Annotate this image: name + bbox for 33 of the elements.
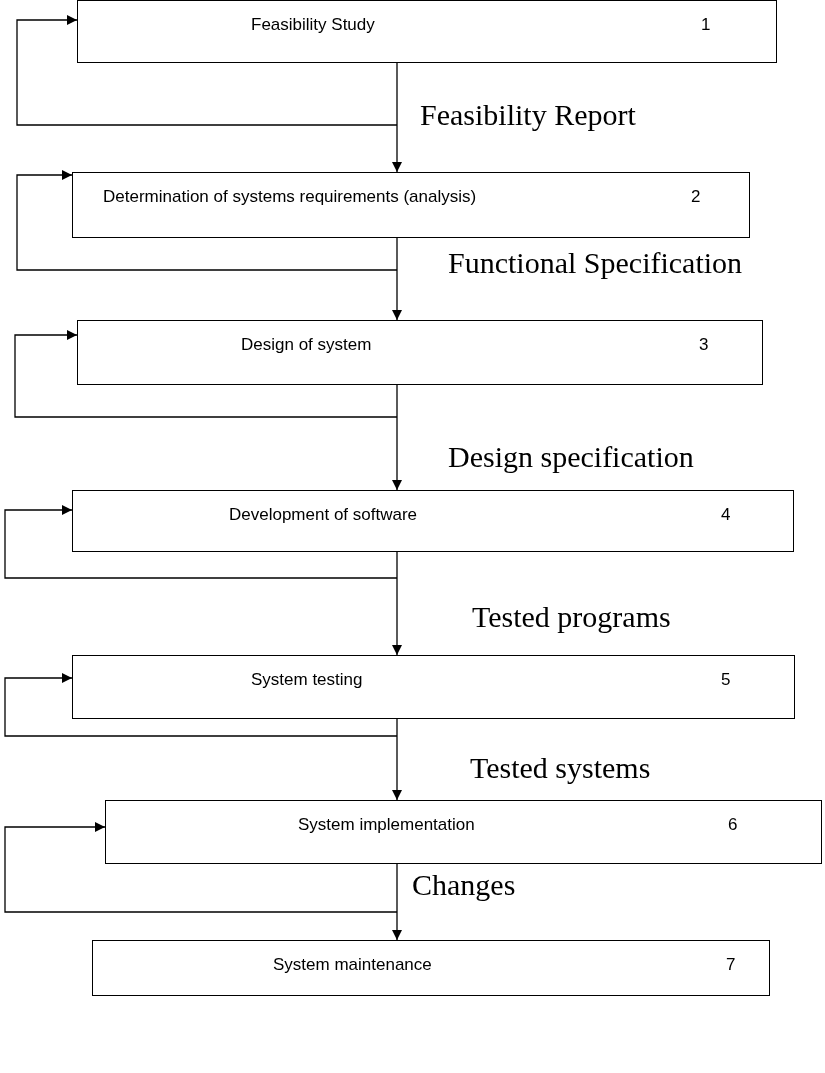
arrow (392, 863, 402, 941)
step-number: 6 (728, 815, 738, 835)
process-box (77, 320, 763, 385)
step-title: Design of system (241, 335, 372, 355)
arrow (16, 15, 398, 126)
arrow (392, 384, 402, 491)
process-box (105, 800, 822, 864)
step-title: Feasibility Study (251, 15, 375, 35)
arrow (4, 505, 398, 579)
step-title: System implementation (298, 815, 475, 835)
step-number: 7 (726, 955, 736, 975)
process-box (77, 0, 777, 63)
arrow (14, 330, 398, 418)
step-title: Development of software (229, 505, 418, 525)
step-title: System maintenance (273, 955, 432, 975)
arrow (392, 551, 402, 656)
step-number: 4 (721, 505, 731, 525)
step-title: System testing (251, 670, 363, 690)
arrow (4, 822, 398, 913)
process-box (72, 490, 794, 552)
step-number: 5 (721, 670, 731, 690)
step-number: 2 (691, 187, 701, 207)
step-number: 1 (701, 15, 711, 35)
arrow (392, 718, 402, 801)
process-box (72, 172, 750, 238)
arrow (4, 673, 398, 737)
step-title: Determination of systems requirements (analysis) (103, 187, 477, 207)
step-number: 3 (699, 335, 709, 355)
process-box (92, 940, 770, 996)
arrow (392, 237, 402, 321)
arrow (392, 62, 402, 173)
process-box (72, 655, 795, 719)
arrow (16, 170, 398, 271)
